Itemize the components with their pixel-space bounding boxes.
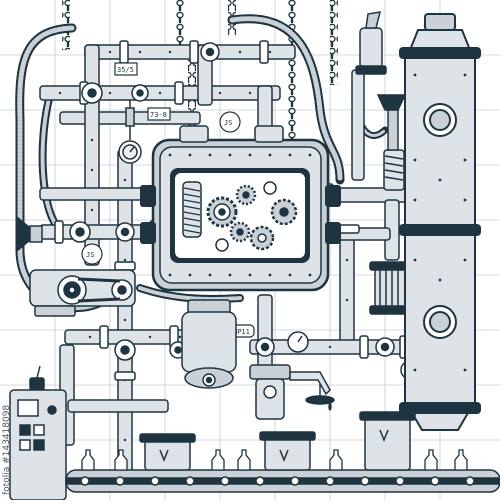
conveyor-belt — [65, 469, 500, 493]
bottles — [81, 449, 468, 471]
control-cabinet — [9, 365, 67, 501]
lower-center-tank — [181, 299, 237, 389]
left-pump-motor — [29, 269, 136, 317]
tag-label-mpn: MP11 — [233, 328, 250, 336]
faucet-tap — [249, 364, 335, 420]
valve-wheels — [69, 42, 395, 361]
dispensing-stations — [139, 411, 416, 471]
tall-right-column — [399, 13, 481, 431]
central-machine-box — [140, 125, 341, 292]
tag-label-js-left: JS — [86, 251, 94, 259]
left-lever — [17, 216, 43, 252]
hanging-tags — [81, 62, 255, 338]
stock-watermark: fotolia #143418098 — [2, 404, 12, 495]
gear-mechanism — [182, 181, 298, 252]
tag-label-js-top: JS — [224, 119, 232, 127]
oil-can — [355, 11, 387, 75]
pendulum-gauges — [118, 100, 142, 164]
spring-valve — [376, 94, 407, 191]
tag-label-mid: 73-8 — [150, 111, 167, 119]
tag-label-top: 35/5 — [117, 66, 134, 74]
